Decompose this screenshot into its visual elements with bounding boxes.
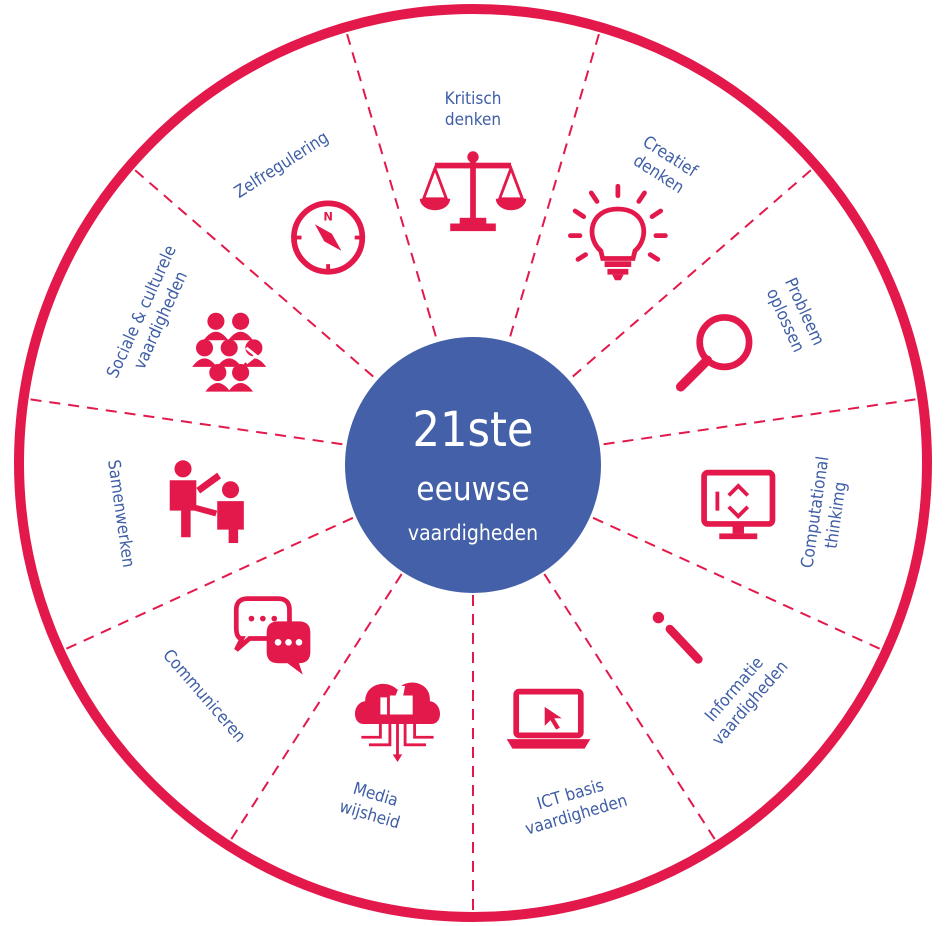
center-circle <box>345 337 601 593</box>
monitor-code-icon <box>701 469 776 540</box>
center-title: 21ste <box>413 402 534 458</box>
segment-label-line: denken <box>445 110 501 130</box>
center-subtitle: eeuwse <box>416 469 529 508</box>
center-caption: vaardigheden <box>408 521 538 545</box>
segment-divider <box>592 516 882 651</box>
lightbulb-icon <box>568 183 668 281</box>
compass-icon: N <box>291 200 366 275</box>
people-collaborate-icon <box>169 460 244 543</box>
segment-creatief-denken: Creatiefdenken <box>568 132 701 281</box>
segment-divider <box>509 31 601 337</box>
segment-divider <box>64 516 354 651</box>
center-badge: 21ste eeuwse vaardigheden <box>345 337 601 593</box>
segment-divider <box>572 168 813 378</box>
segment-divider <box>345 31 437 337</box>
info-icon <box>652 611 703 664</box>
magnifier-icon <box>675 314 753 392</box>
segment-dividers <box>28 31 918 912</box>
cloud-like-icon <box>354 682 441 762</box>
segment-label-line: Kritisch <box>445 89 502 109</box>
speech-bubbles-icon <box>233 596 311 675</box>
laptop-icon <box>506 688 591 749</box>
segment-divider <box>229 573 403 842</box>
segment-divider <box>543 573 717 842</box>
segment-divider <box>28 398 343 446</box>
segment-divider <box>133 168 374 378</box>
scales-icon <box>419 151 527 232</box>
segment-divider <box>603 398 918 446</box>
svg-text:N: N <box>323 209 333 223</box>
group-icon <box>192 312 267 392</box>
